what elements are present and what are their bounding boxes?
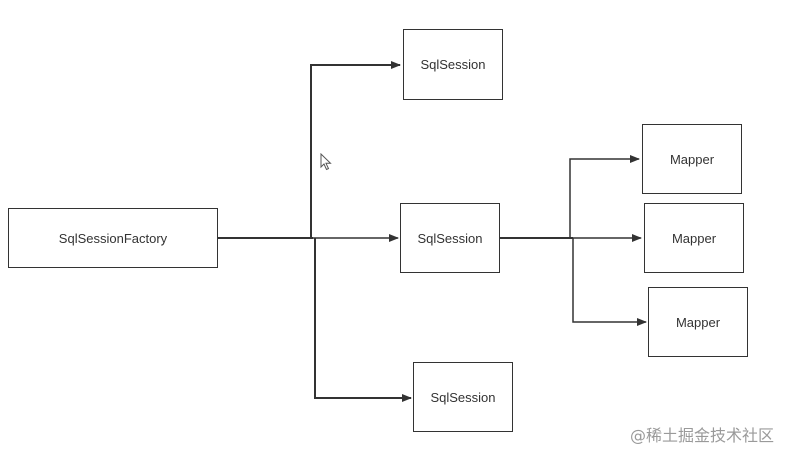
node-mapper-3[interactable]: Mapper [648,287,748,357]
node-label: SqlSession [417,230,483,246]
node-label: SqlSession [430,389,496,405]
mouse-pointer-icon [320,152,332,176]
node-label: Mapper [669,151,715,167]
edge-factory-to-session-bottom [314,238,412,402]
edge-factory-to-session-top [310,61,401,238]
node-label: SqlSession [420,57,486,72]
node-label: Mapper [671,230,717,246]
node-mapper-1[interactable]: Mapper [642,124,742,194]
node-sqlsession-middle[interactable]: SqlSession [400,203,500,273]
node-sqlsessionfactory[interactable]: SqlSessionFactory [8,208,218,268]
node-mapper-2[interactable]: Mapper [644,203,744,273]
edge-session-mid-to-mapper-1 [569,155,640,238]
node-sqlsession-top[interactable]: SqlSession [403,29,503,100]
watermark-text: @稀土掘金技术社区 [629,426,774,445]
node-label: Mapper [675,314,721,330]
edge-session-mid-to-mapper-3 [572,238,647,326]
node-sqlsession-bottom[interactable]: SqlSession [413,362,513,432]
node-label: SqlSessionFactory [58,230,168,246]
